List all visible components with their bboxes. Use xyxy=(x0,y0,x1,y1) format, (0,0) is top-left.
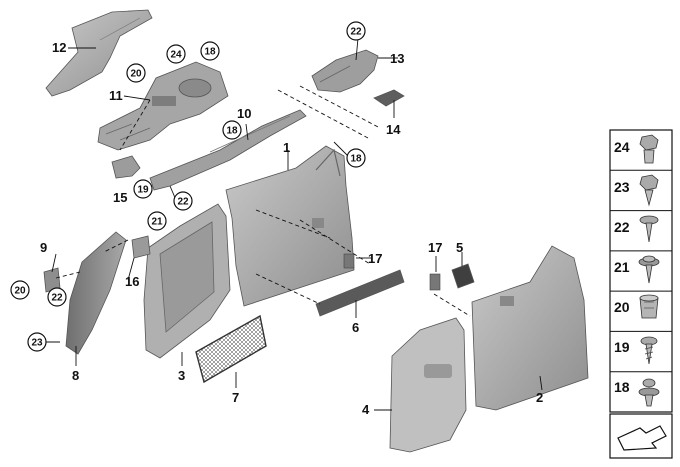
push-rivet-icon xyxy=(638,378,660,407)
callout-19-circle: 19 xyxy=(133,179,153,199)
part-7-cargo-net xyxy=(195,314,267,384)
callout-22-circle-a: 22 xyxy=(346,21,366,41)
legend-number-20: 20 xyxy=(614,299,630,315)
callout-24-circle: 24 xyxy=(166,44,186,64)
callout-20-circle-b: 20 xyxy=(10,280,30,300)
part-13-upper-bracket xyxy=(311,49,379,93)
callout-9: 9 xyxy=(40,240,47,255)
part-12-trim-strip xyxy=(45,9,153,97)
fastener-legend: 24 23 22 21 20 19 18 xyxy=(609,129,673,413)
circled-callouts: 24 18 20 22 18 18 19 22 xyxy=(10,21,366,352)
part-1-side-trim-panel xyxy=(225,145,355,307)
part-17-clip xyxy=(343,253,441,291)
tapping-screw-icon xyxy=(640,336,658,365)
svg-text:20: 20 xyxy=(14,286,26,297)
callout-15: 15 xyxy=(113,190,127,205)
svg-text:18: 18 xyxy=(204,47,216,58)
hex-bolt-icon xyxy=(639,134,659,164)
legend-number-19: 19 xyxy=(614,339,630,355)
callout-23-circle: 23 xyxy=(27,332,47,352)
callout-18-circle-b: 18 xyxy=(222,120,242,140)
part-8-left-trim-strip xyxy=(65,231,127,355)
part-2-right-trim-panel xyxy=(471,245,589,411)
part-3-storage-tray xyxy=(143,203,231,359)
svg-text:18: 18 xyxy=(226,126,238,137)
callout-5: 5 xyxy=(456,240,463,255)
legend-number-22: 22 xyxy=(614,219,630,235)
part-10-long-rail xyxy=(149,109,307,191)
svg-text:22: 22 xyxy=(177,197,189,208)
part-4-trim-panel xyxy=(389,317,467,453)
callout-10: 10 xyxy=(237,106,251,121)
callout-2: 2 xyxy=(536,390,543,405)
part-14-small-block xyxy=(373,89,405,107)
hex-screw-icon xyxy=(639,174,659,207)
callout-18-circle-c: 18 xyxy=(346,148,366,168)
callout-14: 14 xyxy=(386,122,401,137)
svg-text:18: 18 xyxy=(350,154,362,165)
legend-number-18: 18 xyxy=(614,379,630,395)
expanding-nut-icon xyxy=(639,294,659,319)
callout-18-circle-a: 18 xyxy=(200,41,220,61)
part-6-rail-strip xyxy=(315,269,405,317)
svg-text:23: 23 xyxy=(31,338,43,349)
callout-22-circle-b: 22 xyxy=(173,191,193,211)
callout-17b: 17 xyxy=(428,240,442,255)
washer-screw-icon xyxy=(638,255,660,284)
svg-text:22: 22 xyxy=(51,293,63,304)
svg-text:20: 20 xyxy=(130,69,142,80)
legend-number-24: 24 xyxy=(614,139,630,155)
callout-16: 16 xyxy=(125,274,139,289)
svg-text:19: 19 xyxy=(137,185,149,196)
callout-4: 4 xyxy=(362,402,370,417)
view-direction-arrow-box xyxy=(609,413,673,459)
part-15-small-bracket xyxy=(111,155,141,179)
callout-3: 3 xyxy=(178,368,185,383)
arrow-icon xyxy=(617,425,667,451)
callout-numbers: 12 11 10 1 13 14 15 9 16 17 17 5 6 3 7 8… xyxy=(40,40,543,417)
callout-12: 12 xyxy=(52,40,66,55)
callout-22-circle-c: 22 xyxy=(47,287,67,307)
part-16-clip xyxy=(131,235,151,259)
callout-21-circle: 21 xyxy=(147,211,167,231)
part-11-bracket-assembly xyxy=(97,61,229,151)
part-5-cover xyxy=(451,263,475,289)
legend-number-21: 21 xyxy=(614,259,630,275)
svg-text:22: 22 xyxy=(350,27,362,38)
callout-11: 11 xyxy=(109,88,123,103)
callout-17: 17 xyxy=(368,251,382,266)
callout-7: 7 xyxy=(232,390,239,405)
callout-6: 6 xyxy=(352,320,359,335)
svg-text:21: 21 xyxy=(151,217,163,228)
callout-1: 1 xyxy=(283,140,290,155)
legend-number-23: 23 xyxy=(614,179,630,195)
callout-13: 13 xyxy=(390,51,404,66)
callout-8: 8 xyxy=(72,368,79,383)
svg-text:24: 24 xyxy=(170,50,182,61)
callout-20-circle-a: 20 xyxy=(126,63,146,83)
button-screw-icon xyxy=(639,215,659,243)
